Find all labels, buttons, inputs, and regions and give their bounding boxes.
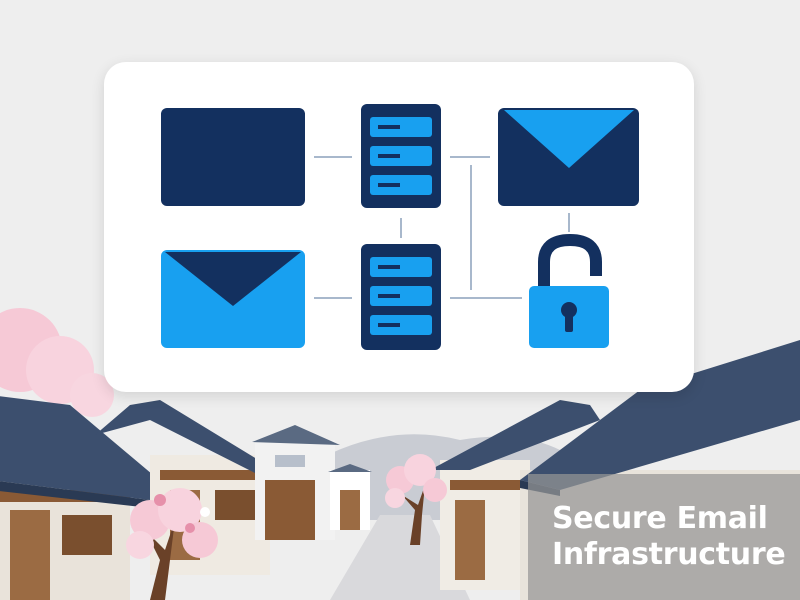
small-house-center xyxy=(328,464,372,530)
right-house-mid xyxy=(430,400,600,590)
road xyxy=(330,515,470,600)
caption-title-line1: Secure Email xyxy=(552,501,768,536)
cherry-tree-left xyxy=(126,488,218,600)
server-icon xyxy=(361,104,441,208)
open-envelope-icon xyxy=(161,250,305,348)
cherry-tree-center xyxy=(385,454,447,545)
connector-lines xyxy=(314,156,570,299)
email-icon xyxy=(161,108,305,206)
caption-box: Secure Email Infrastructure xyxy=(528,474,800,600)
lock-icon xyxy=(529,233,609,348)
left-house-far xyxy=(252,425,340,540)
caption-title-line2: Infrastructure xyxy=(552,537,786,572)
server-icon xyxy=(361,244,441,350)
open-envelope-icon xyxy=(498,108,639,206)
left-house-near xyxy=(0,396,165,600)
